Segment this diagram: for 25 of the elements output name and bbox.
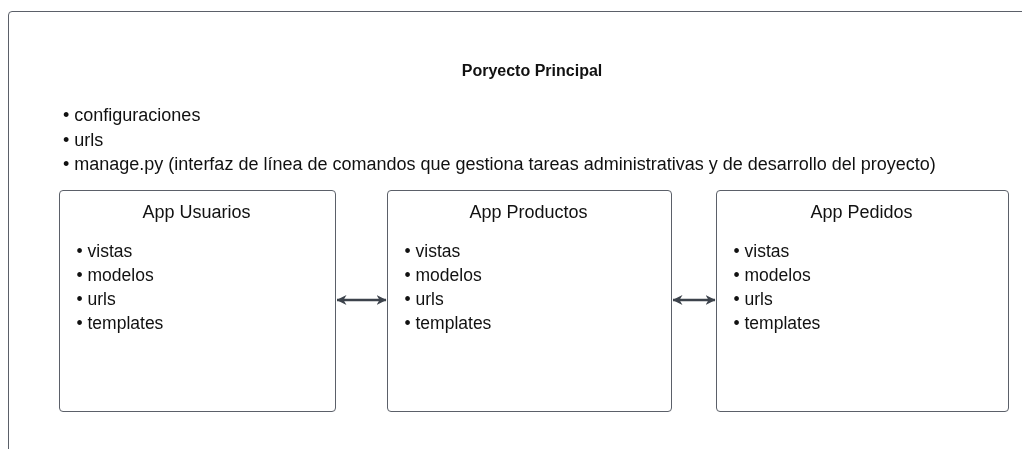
list-item: • modelos — [733, 263, 812, 287]
box-title: App Pedidos — [809, 201, 914, 223]
list-item: • templates — [733, 312, 821, 336]
list-item: • vistas — [733, 239, 791, 263]
arrow — [672, 295, 716, 305]
list-item: • urls — [76, 288, 117, 312]
list-item: • vistas — [76, 239, 134, 263]
app-box — [58, 189, 336, 412]
arrow — [336, 295, 387, 305]
app-box — [386, 189, 672, 412]
list-item: • vistas — [404, 239, 462, 263]
list-item: • manage.py (interfaz de línea de comandos que gestiona tareas administrativas y de desarrollo del proyecto) — [63, 153, 936, 176]
list-item: • urls — [404, 288, 445, 312]
box-title: App Usuarios — [141, 201, 252, 223]
box-title: Poryecto Principal — [460, 62, 604, 80]
list-item: • urls — [733, 288, 774, 312]
project-container — [8, 11, 1022, 449]
list-item: • configuraciones — [63, 104, 202, 127]
list-item: • templates — [76, 312, 164, 336]
list-item: • modelos — [76, 263, 155, 287]
app-box — [715, 189, 1009, 412]
box-title: App Productos — [468, 201, 589, 223]
list-item: • templates — [404, 312, 492, 336]
list-item: • urls — [63, 128, 105, 152]
list-item: • modelos — [404, 263, 483, 287]
